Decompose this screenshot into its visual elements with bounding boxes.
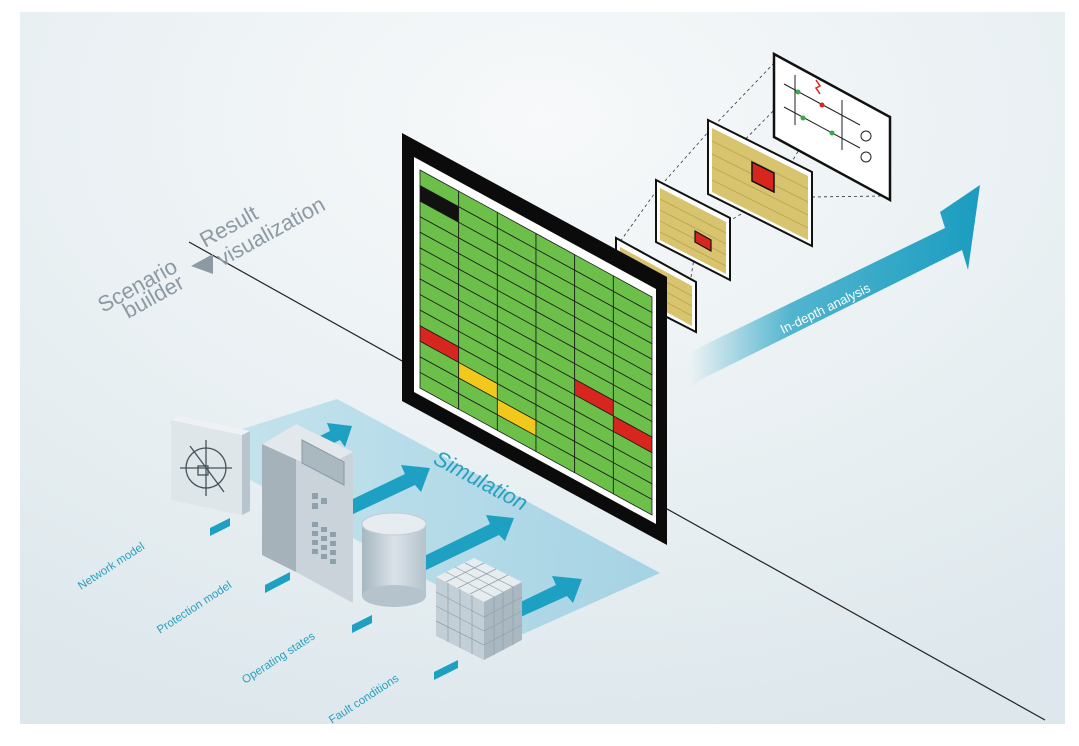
result-grid (419, 169, 653, 516)
result-monitor (402, 133, 667, 545)
grid-cell-ok (612, 477, 653, 516)
zoom-panel-3 (707, 118, 813, 248)
database-cylinder-icon (361, 512, 427, 607)
network-stub (210, 518, 230, 536)
in-depth-arrow (690, 185, 980, 390)
fault-stub (434, 660, 458, 680)
fault-arrow-icon (510, 576, 582, 620)
toggle-arrow-icon (191, 254, 213, 274)
protection-arrow-icon (330, 465, 430, 523)
network-model-icon (171, 416, 250, 515)
operating-arrow-icon (420, 515, 514, 571)
protection-stub (265, 572, 290, 593)
operating-stub (352, 615, 372, 633)
zoom-panel-schematic (772, 51, 892, 203)
protection-relay-icon (262, 424, 353, 603)
zoom-panel-2 (655, 178, 731, 282)
fault-flash-icon (814, 79, 822, 95)
fault-cube-icon (435, 558, 523, 660)
